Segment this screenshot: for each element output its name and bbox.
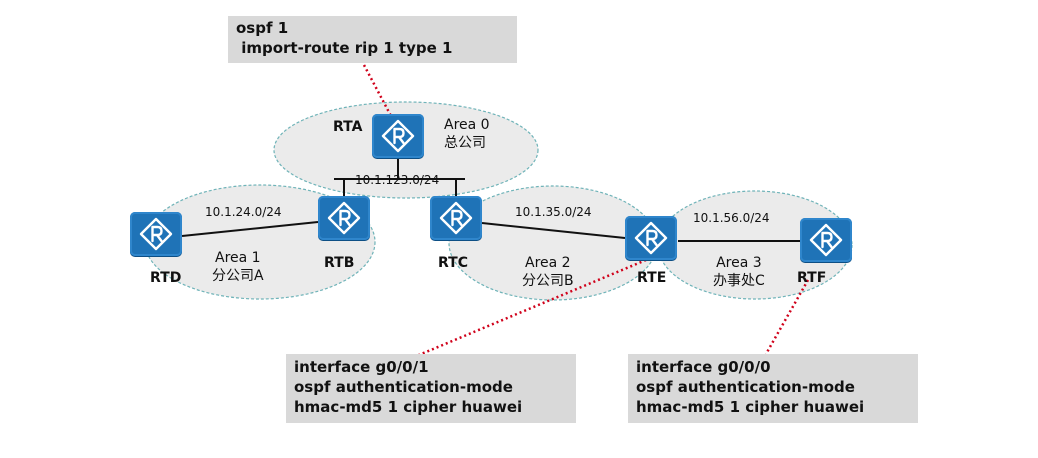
area-desc: 办事处C <box>713 273 765 289</box>
router-label-rtd: RTD <box>150 270 182 286</box>
router-icon <box>634 221 668 255</box>
network-label-56: 10.1.56.0/24 <box>693 211 770 225</box>
config-line: interface g0/0/0 <box>636 358 771 376</box>
network-label-123: 10.1.123.0/24 <box>355 173 440 187</box>
router-label-rtf: RTF <box>797 270 827 286</box>
config-line: hmac-md5 1 cipher huawei <box>636 398 865 416</box>
area-3-label: Area 3 办事处C <box>713 254 765 290</box>
network-label-35: 10.1.35.0/24 <box>515 205 592 219</box>
config-line: ospf 1 <box>236 19 289 37</box>
callout-line-rtf <box>764 279 810 355</box>
config-box-rte: interface g0/0/1 ospf authentication-mod… <box>286 354 576 423</box>
config-line: ospf authentication-mode <box>294 378 513 396</box>
router-icon <box>439 201 473 235</box>
area-1-label: Area 1 分公司A <box>212 249 264 285</box>
router-label-rtc: RTC <box>438 255 468 271</box>
area-desc: 分公司B <box>522 273 574 289</box>
router-icon <box>327 201 361 235</box>
router-icon <box>809 223 843 257</box>
router-icon <box>139 217 173 251</box>
link-rtc-rte <box>481 222 626 239</box>
callout-line-rte <box>413 258 647 359</box>
area-2-label: Area 2 分公司B <box>522 254 574 290</box>
area-name: Area 1 <box>215 250 261 266</box>
router-label-rtb: RTB <box>324 255 355 271</box>
router-rta-icon[interactable] <box>372 114 424 158</box>
area-name: Area 3 <box>716 255 762 271</box>
config-line: import-route rip 1 type 1 <box>236 39 453 57</box>
router-label-rta: RTA <box>333 119 363 135</box>
area-desc: 分公司A <box>212 268 264 284</box>
router-label-rte: RTE <box>637 270 667 286</box>
router-rtf-icon[interactable] <box>800 218 852 262</box>
router-rte-icon[interactable] <box>625 216 677 260</box>
config-line: interface g0/0/1 <box>294 358 429 376</box>
config-box-rtf: interface g0/0/0 ospf authentication-mod… <box>628 354 918 423</box>
area-name: Area 0 <box>444 117 490 133</box>
area-desc: 总公司 <box>444 135 486 151</box>
router-rtc-icon[interactable] <box>430 196 482 240</box>
network-label-24: 10.1.24.0/24 <box>205 205 282 219</box>
area-name: Area 2 <box>525 255 571 271</box>
config-line: hmac-md5 1 cipher huawei <box>294 398 523 416</box>
link-rtd-rtb <box>181 221 319 237</box>
config-box-rta: ospf 1 import-route rip 1 type 1 <box>228 16 517 63</box>
router-rtd-icon[interactable] <box>130 212 182 256</box>
config-line: ospf authentication-mode <box>636 378 855 396</box>
router-icon <box>381 119 415 153</box>
router-rtb-icon[interactable] <box>318 196 370 240</box>
area-0-label: Area 0 总公司 <box>444 116 490 152</box>
